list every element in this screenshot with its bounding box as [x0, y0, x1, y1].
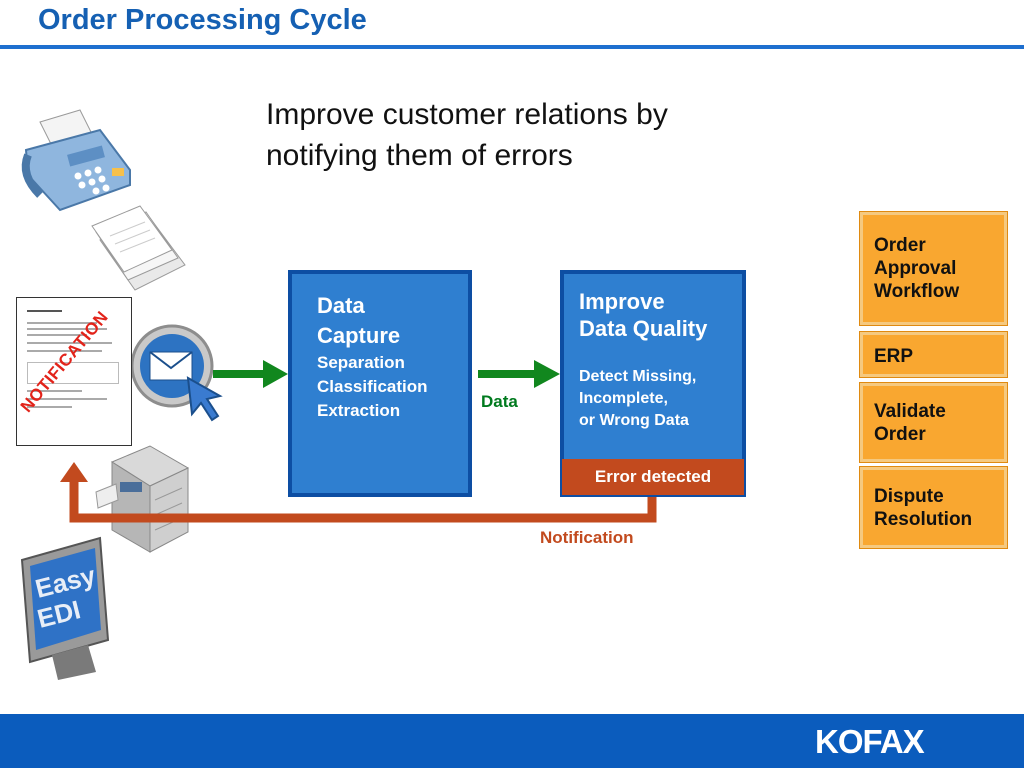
notification-arrow-label: Notification	[540, 528, 634, 547]
improve-quality-heading: Improve Data Quality	[579, 288, 707, 342]
footer-bar	[0, 714, 1024, 768]
box-line: Validate	[874, 401, 946, 422]
dispute-resolution-box: Dispute Resolution	[860, 467, 1007, 548]
data-capture-heading-2: Capture	[317, 323, 401, 348]
data-arrow-right	[478, 360, 560, 388]
subtitle-line-2: notifying them of errors	[266, 139, 573, 172]
box-line: Order	[874, 235, 926, 256]
improve-quality-detail: Detect Missing, Incomplete, or Wrong Dat…	[579, 366, 696, 432]
paper-stack-icon	[91, 205, 186, 291]
improve-quality-heading-2: Data Quality	[579, 316, 708, 341]
subtitle-line-1: Improve customer relations by	[266, 98, 668, 131]
data-arrow-label: Data	[481, 392, 518, 411]
detail-line: Incomplete,	[579, 390, 668, 407]
kofax-logo: KOFAX	[815, 723, 925, 760]
detail-line: or Wrong Data	[579, 412, 689, 429]
improve-quality-heading-1: Improve	[579, 289, 665, 314]
notification-document	[16, 297, 132, 446]
error-detected-bar: Error detected	[562, 459, 744, 495]
data-capture-item: Extraction	[317, 401, 401, 420]
box-line: ERP	[874, 346, 914, 367]
data-capture-text: Data Capture Separation Classification E…	[317, 291, 428, 423]
notification-arrow	[60, 462, 657, 523]
fax-icon	[21, 109, 131, 212]
validate-order-box: Validate Order	[860, 383, 1007, 462]
copier-icon	[95, 445, 190, 553]
data-capture-heading-1: Data	[317, 293, 365, 318]
data-capture-item: Separation	[317, 353, 405, 372]
box-line: Order	[874, 424, 926, 445]
page-title: Order Processing Cycle	[38, 4, 367, 36]
order-approval-workflow-box: Order Approval Workflow	[860, 212, 1007, 325]
box-line: Approval	[874, 258, 957, 279]
detail-line: Detect Missing,	[579, 368, 697, 385]
edi-monitor-icon: Easy EDI	[20, 536, 110, 680]
box-line: Resolution	[874, 509, 973, 530]
data-capture-box	[288, 270, 472, 497]
box-line: Workflow	[874, 281, 960, 302]
title-rule	[0, 45, 1024, 49]
slide-subtitle: Improve customer relations by notifying …	[266, 94, 668, 176]
box-line: Dispute	[874, 486, 944, 507]
email-icon	[130, 324, 223, 422]
erp-box: ERP	[860, 332, 1007, 377]
data-capture-item: Classification	[317, 377, 428, 396]
data-arrow-left	[213, 360, 288, 388]
